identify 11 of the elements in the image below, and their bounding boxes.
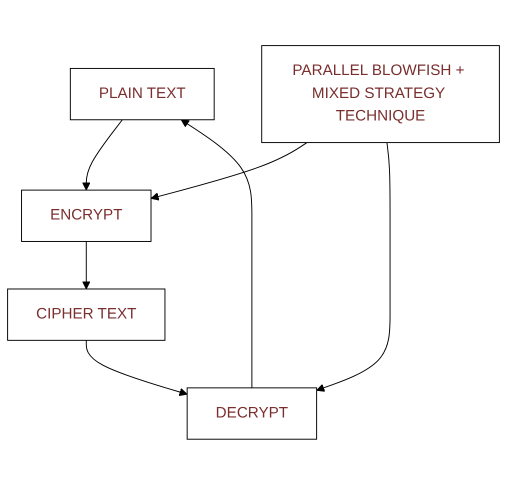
arrow bbox=[180, 119, 252, 388]
arrow bbox=[316, 142, 391, 392]
arrow bbox=[86, 340, 188, 396]
node-box: ENCRYPT bbox=[21, 190, 152, 242]
arrow bbox=[82, 241, 90, 290]
arrow bbox=[82, 119, 123, 191]
node-box: CIPHER TEXT bbox=[7, 288, 166, 341]
arrow bbox=[150, 142, 308, 201]
node-box: PARALLEL BLOWFISH + MIXED STRATEGY TECHNIQUE bbox=[261, 45, 500, 144]
node-box: PLAIN TEXT bbox=[70, 68, 215, 120]
node-box: DECRYPT bbox=[186, 387, 318, 440]
